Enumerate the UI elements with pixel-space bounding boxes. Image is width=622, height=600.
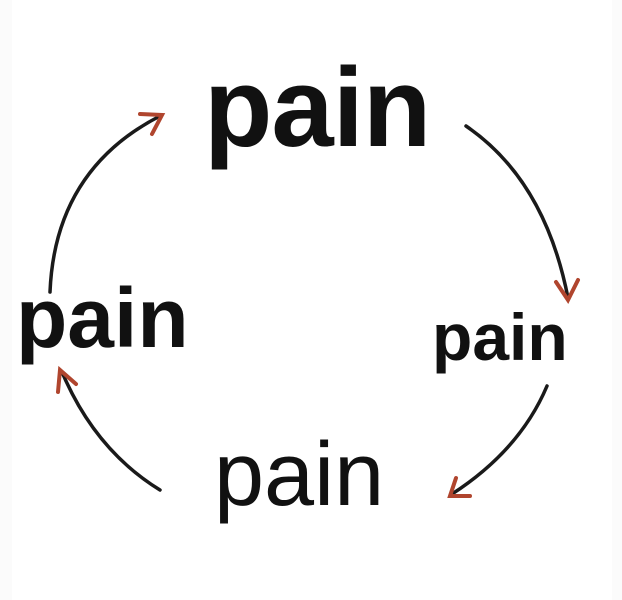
label-right: pain	[432, 300, 568, 374]
background	[12, 0, 612, 600]
arrow-left-to-top	[48, 114, 162, 294]
arrow-top-to-right	[464, 124, 570, 300]
arrow-bottom-to-left	[60, 370, 162, 492]
arrowhead-top-icon	[138, 112, 166, 136]
arrowhead-left-icon	[56, 365, 78, 394]
arrow-right-to-bottom	[450, 384, 549, 496]
label-left: pain	[16, 271, 189, 365]
label-bottom: pain	[214, 425, 385, 525]
arrowhead-bottom-icon	[447, 476, 472, 498]
arrowhead-right-icon	[554, 278, 580, 304]
label-top: pain	[204, 45, 431, 170]
